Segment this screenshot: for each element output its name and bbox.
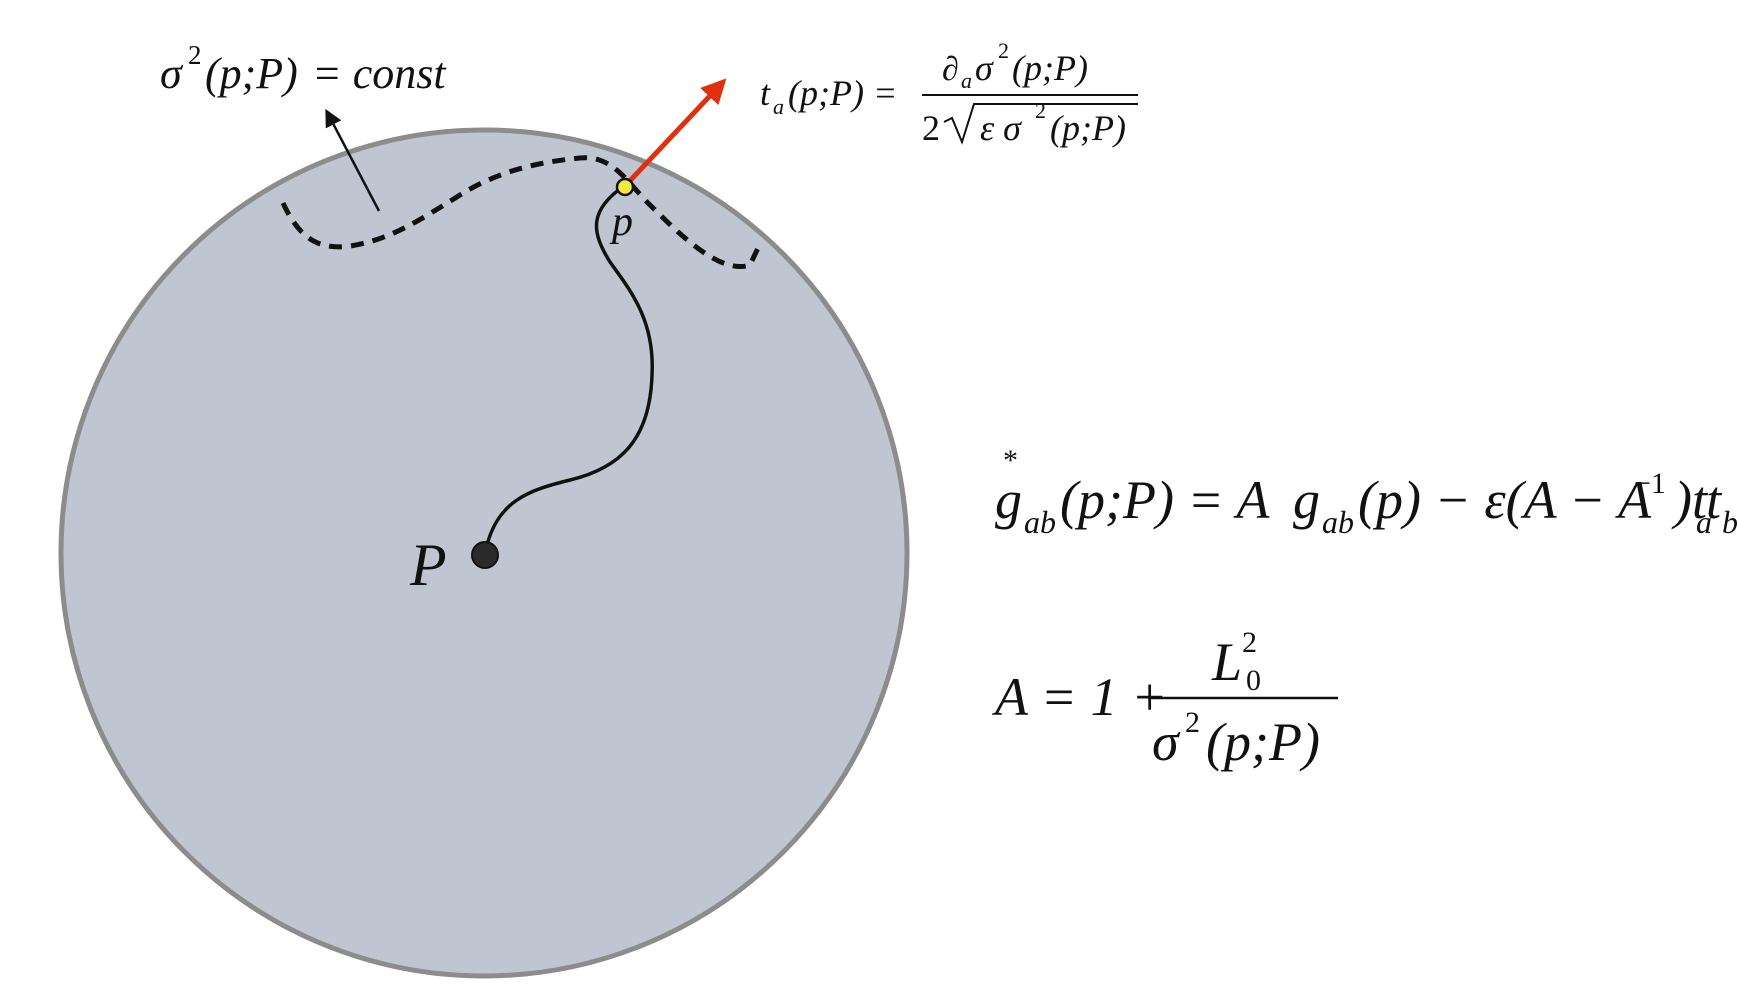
svg-text:L: L — [1211, 632, 1242, 692]
svg-text:(p;P): (p;P) — [1206, 712, 1320, 772]
svg-text:2: 2 — [1185, 706, 1200, 739]
svg-text:t: t — [760, 73, 771, 113]
svg-text:(p;P): (p;P) — [1050, 108, 1126, 148]
svg-text:t: t — [1706, 470, 1723, 530]
svg-text:(p;P) =: (p;P) = — [788, 73, 897, 113]
svg-text:ε σ: ε σ — [980, 108, 1022, 148]
svg-text:b: b — [1722, 504, 1738, 540]
svg-text:2: 2 — [1035, 98, 1046, 123]
level-set-label: σ 2 (p;P) = const — [160, 40, 447, 98]
sqrt-radical — [943, 103, 1138, 145]
svg-text:σ: σ — [160, 49, 184, 98]
svg-text:ab: ab — [1322, 504, 1354, 540]
point-p-label: p — [609, 199, 633, 245]
geodesic-curve — [483, 183, 654, 555]
svg-text:(p;P) = A: (p;P) = A — [1060, 470, 1270, 530]
A-definition-formula: A = 1 + L 2 0 σ 2 (p;P) — [992, 626, 1338, 772]
svg-text:a: a — [961, 68, 972, 93]
svg-text:g: g — [1293, 470, 1320, 530]
metric-formula: * g ab (p;P) = A g ab (p) − ε(A − A −1 )… — [995, 444, 1738, 540]
svg-text:(p) − ε(A − A: (p) − ε(A − A — [1358, 470, 1652, 530]
svg-text:0: 0 — [1246, 664, 1261, 697]
svg-text:2: 2 — [998, 38, 1009, 63]
svg-text:2: 2 — [188, 40, 202, 70]
svg-text:)t: )t — [1671, 470, 1709, 530]
svg-text:(p;P): (p;P) — [205, 49, 298, 98]
svg-text:−1: −1 — [1634, 467, 1666, 500]
svg-text:ab: ab — [1024, 504, 1056, 540]
tangent-formula: t a (p;P) = ∂ a σ 2 (p;P) 2 ε σ 2 (p;P) — [760, 38, 1138, 148]
svg-text:2: 2 — [1242, 626, 1257, 659]
svg-text:a: a — [773, 94, 784, 119]
svg-text:2: 2 — [922, 108, 940, 148]
svg-text:a: a — [1696, 504, 1712, 540]
svg-text:∂: ∂ — [942, 51, 959, 88]
level-set-pointer-arrow — [325, 108, 381, 212]
svg-text:g: g — [995, 470, 1022, 530]
level-set-curve — [280, 155, 761, 269]
point-p-marker — [615, 177, 635, 197]
svg-text:*: * — [1003, 444, 1018, 477]
svg-text:A = 1 +: A = 1 + — [992, 667, 1167, 727]
svg-text:σ: σ — [975, 48, 994, 88]
tangent-vector-arrow — [623, 78, 727, 188]
point-P-marker — [471, 541, 499, 569]
svg-text:(p;P): (p;P) — [1012, 48, 1088, 88]
svg-text:= const: = const — [312, 49, 447, 98]
svg-text:σ: σ — [1152, 712, 1181, 772]
point-P-label: P — [409, 532, 447, 598]
